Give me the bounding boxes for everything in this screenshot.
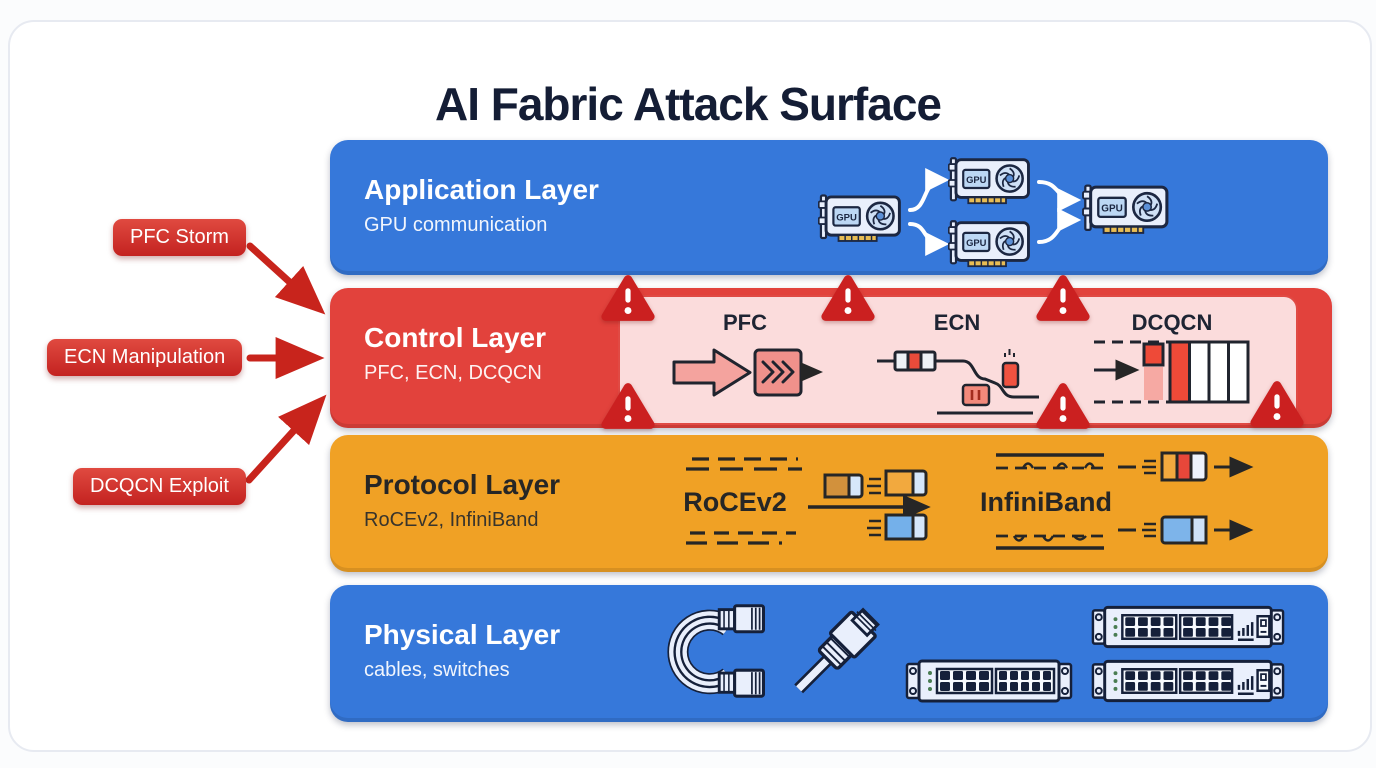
attack-dcqcn-exploit: DCQCN Exploit	[73, 468, 246, 505]
warning-icon	[600, 380, 656, 432]
network-switch-icon	[1091, 605, 1285, 649]
ethernet-cable-icon	[671, 606, 763, 696]
ecn-flow-icon	[877, 349, 1039, 415]
gpu-card-icon	[948, 219, 1030, 268]
pfc-flow-icon	[672, 348, 823, 397]
gpu-card-icon	[1082, 184, 1169, 235]
warning-icon	[1035, 380, 1091, 432]
layer-physical: Physical Layer cables, switches	[330, 585, 1328, 722]
warning-icon	[820, 272, 876, 324]
control-layer-title: Control Layer	[364, 322, 547, 353]
physical-layer-subtitle: cables, switches	[364, 659, 510, 681]
protocol-layer-subtitle: RoCEv2, InfiniBand	[364, 509, 539, 531]
pfc-label: PFC	[723, 310, 767, 335]
warning-icon	[600, 272, 656, 324]
protocol-packets-diagram	[686, 451, 1254, 550]
physical-layer-title: Physical Layer	[364, 619, 561, 650]
control-layer-subtitle: PFC, ECN, DCQCN	[364, 362, 542, 384]
gpu-card-icon	[948, 156, 1030, 205]
gpu-card-icon	[818, 194, 901, 243]
dcqcn-queue-icon	[1094, 340, 1250, 404]
rocev2-label: RoCEv2	[683, 487, 787, 517]
warning-icon	[1035, 272, 1091, 324]
rocev2-packets-icon	[808, 469, 931, 541]
application-layer-title: Application Layer	[364, 174, 599, 205]
gpu-communication-diagram	[818, 156, 1169, 268]
application-layer-subtitle: GPU communication	[364, 214, 548, 236]
attack-ecn-manipulation: ECN Manipulation	[47, 339, 243, 376]
rj45-connector-icon	[786, 605, 882, 701]
attack-pfc-storm: PFC Storm	[113, 219, 246, 256]
protocol-layer-title: Protocol Layer	[364, 469, 561, 500]
layer-protocol: Protocol Layer RoCEv2, InfiniBand RoCEv2…	[330, 435, 1328, 572]
ecn-label: ECN	[933, 310, 981, 335]
network-switch-icon	[905, 659, 1073, 703]
network-switch-icon	[1091, 659, 1285, 703]
page-title: AI Fabric Attack Surface	[434, 77, 942, 130]
rocev2-dashed-lines	[686, 457, 802, 545]
warning-icon	[1249, 378, 1305, 430]
infiniband-label: InfiniBand	[980, 487, 1112, 517]
infiniband-packets-icon	[1118, 451, 1254, 545]
infiniband-lines-icon	[996, 453, 1104, 550]
dcqcn-label: DCQCN	[1131, 310, 1213, 335]
cables-switches-diagram	[638, 588, 1285, 720]
layer-application: Application Layer GPU communication	[330, 140, 1328, 275]
